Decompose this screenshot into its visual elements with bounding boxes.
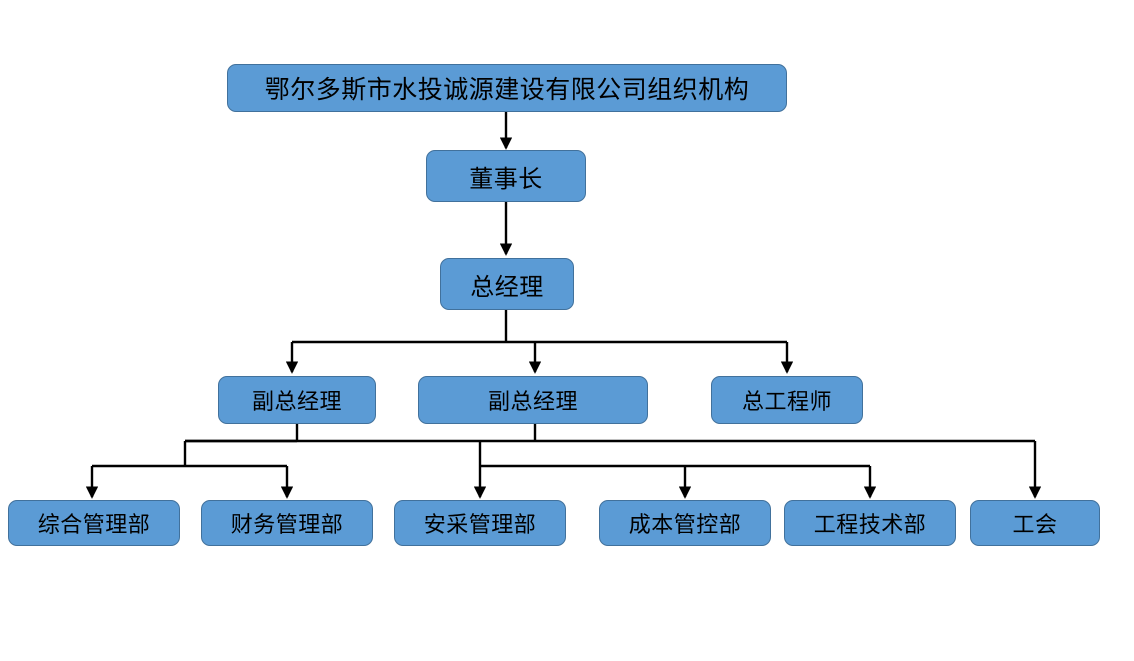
node-general-manager[interactable]: 总经理 xyxy=(440,258,574,310)
node-deputy-gm-2-label: 副总经理 xyxy=(487,389,578,414)
node-dept-labor-union-label: 工会 xyxy=(1012,512,1058,537)
node-dept-finance-label: 财务管理部 xyxy=(230,512,344,537)
node-root[interactable]: 鄂尔多斯市水投诚源建设有限公司组织机构 xyxy=(227,64,787,112)
node-dept-safety-procurement-label: 安采管理部 xyxy=(423,512,537,537)
node-dept-cost-control-label: 成本管控部 xyxy=(628,512,742,537)
node-root-label: 鄂尔多斯市水投诚源建设有限公司组织机构 xyxy=(264,77,750,104)
node-dept-general-admin-label: 综合管理部 xyxy=(37,512,151,537)
node-chief-engineer[interactable]: 总工程师 xyxy=(711,376,863,424)
node-dept-engineering-tech-label: 工程技术部 xyxy=(813,512,927,537)
node-dept-cost-control[interactable]: 成本管控部 xyxy=(599,500,771,546)
node-chairman[interactable]: 董事长 xyxy=(426,150,586,202)
node-dept-labor-union[interactable]: 工会 xyxy=(970,500,1100,546)
node-chief-engineer-label: 总工程师 xyxy=(741,389,832,414)
node-chairman-label: 董事长 xyxy=(469,166,543,193)
node-dept-engineering-tech[interactable]: 工程技术部 xyxy=(784,500,956,546)
node-deputy-gm-1[interactable]: 副总经理 xyxy=(218,376,376,424)
node-deputy-gm-2[interactable]: 副总经理 xyxy=(418,376,648,424)
node-dept-safety-procurement[interactable]: 安采管理部 xyxy=(394,500,566,546)
node-dept-finance[interactable]: 财务管理部 xyxy=(201,500,373,546)
node-dept-general-admin[interactable]: 综合管理部 xyxy=(8,500,180,546)
node-deputy-gm-1-label: 副总经理 xyxy=(251,389,342,414)
node-general-manager-label: 总经理 xyxy=(470,274,544,301)
